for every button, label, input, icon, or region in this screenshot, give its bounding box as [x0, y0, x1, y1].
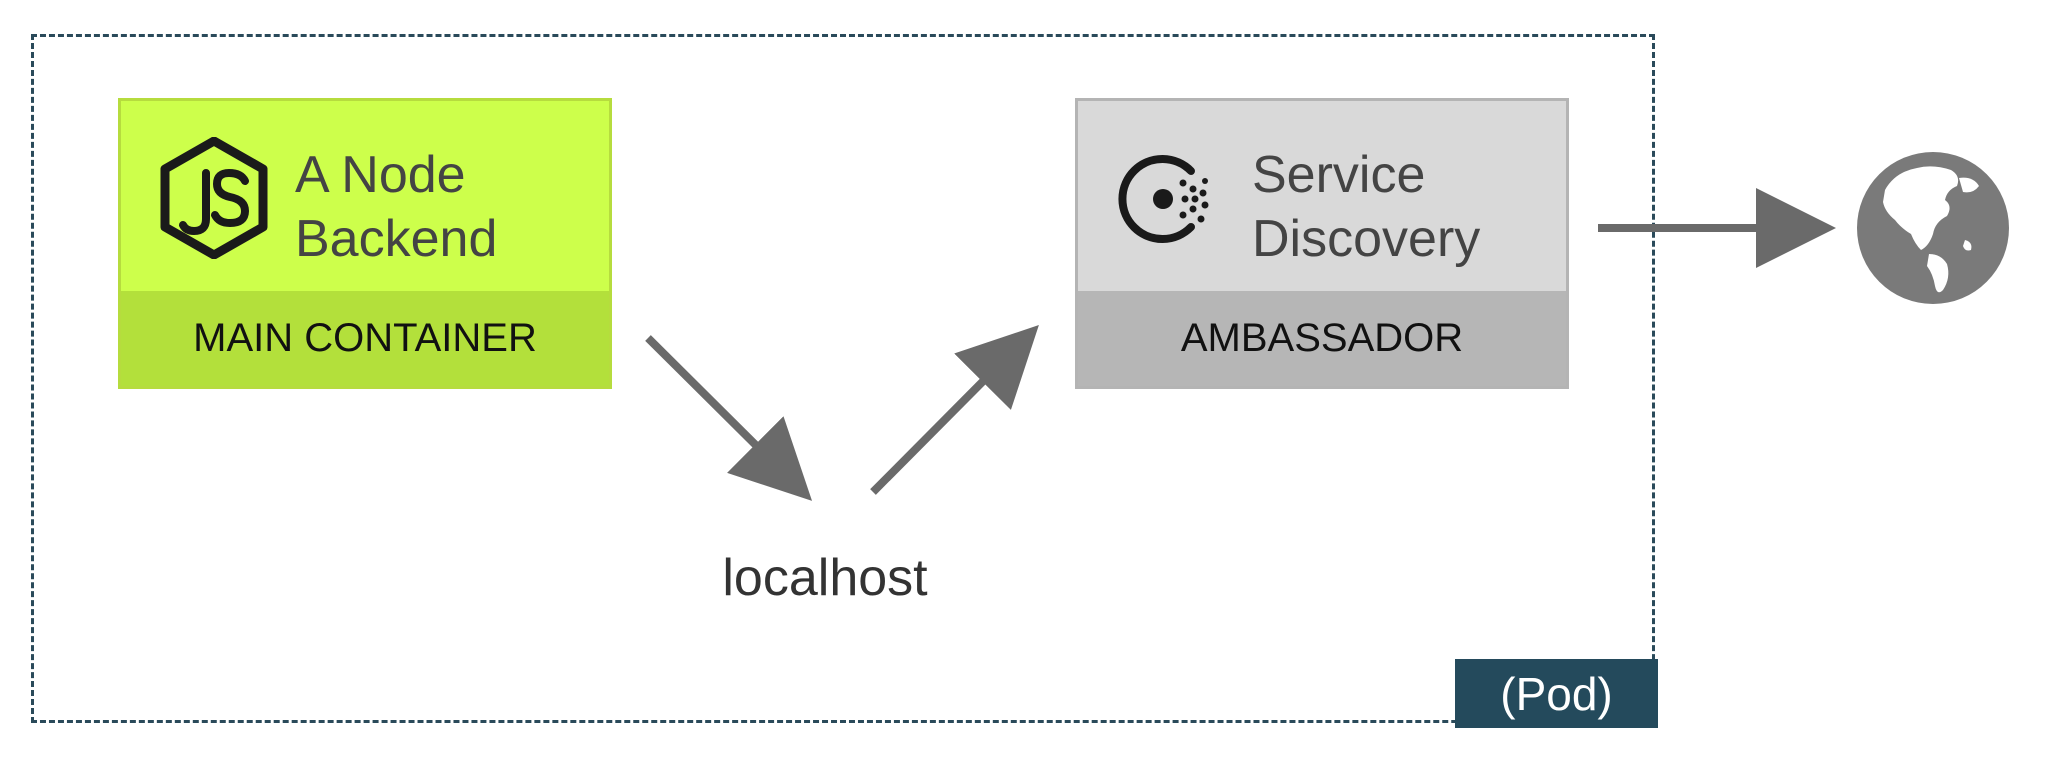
main-container-header: A Node Backend: [121, 101, 609, 294]
ambassador-header: Service Discovery: [1078, 101, 1566, 294]
ambassador-box: Service Discovery AMBASSADOR: [1075, 98, 1569, 389]
main-container-label: MAIN CONTAINER: [121, 291, 609, 386]
ambassador-title-line2: Discovery: [1252, 210, 1481, 268]
nodejs-icon: [160, 137, 268, 259]
pod-boundary: [31, 34, 1655, 723]
localhost-label: localhost: [722, 549, 928, 607]
main-container-box: A Node Backend MAIN CONTAINER: [118, 98, 612, 389]
ambassador-label: AMBASSADOR: [1078, 291, 1566, 386]
main-container-title: A Node Backend: [295, 143, 595, 271]
ambassador-title-line1: Service: [1252, 146, 1426, 204]
globe-icon: [1857, 152, 2009, 304]
arrow-localhost-to-ambassador: [870, 324, 1039, 495]
main-container-title-line2: Backend: [295, 210, 498, 268]
main-container-title-line1: A Node: [295, 146, 466, 204]
arrow-main-to-localhost: [645, 335, 813, 501]
ambassador-title: Service Discovery: [1252, 143, 1562, 271]
pod-label: (Pod): [1455, 659, 1658, 728]
consul-icon: [1118, 155, 1209, 243]
